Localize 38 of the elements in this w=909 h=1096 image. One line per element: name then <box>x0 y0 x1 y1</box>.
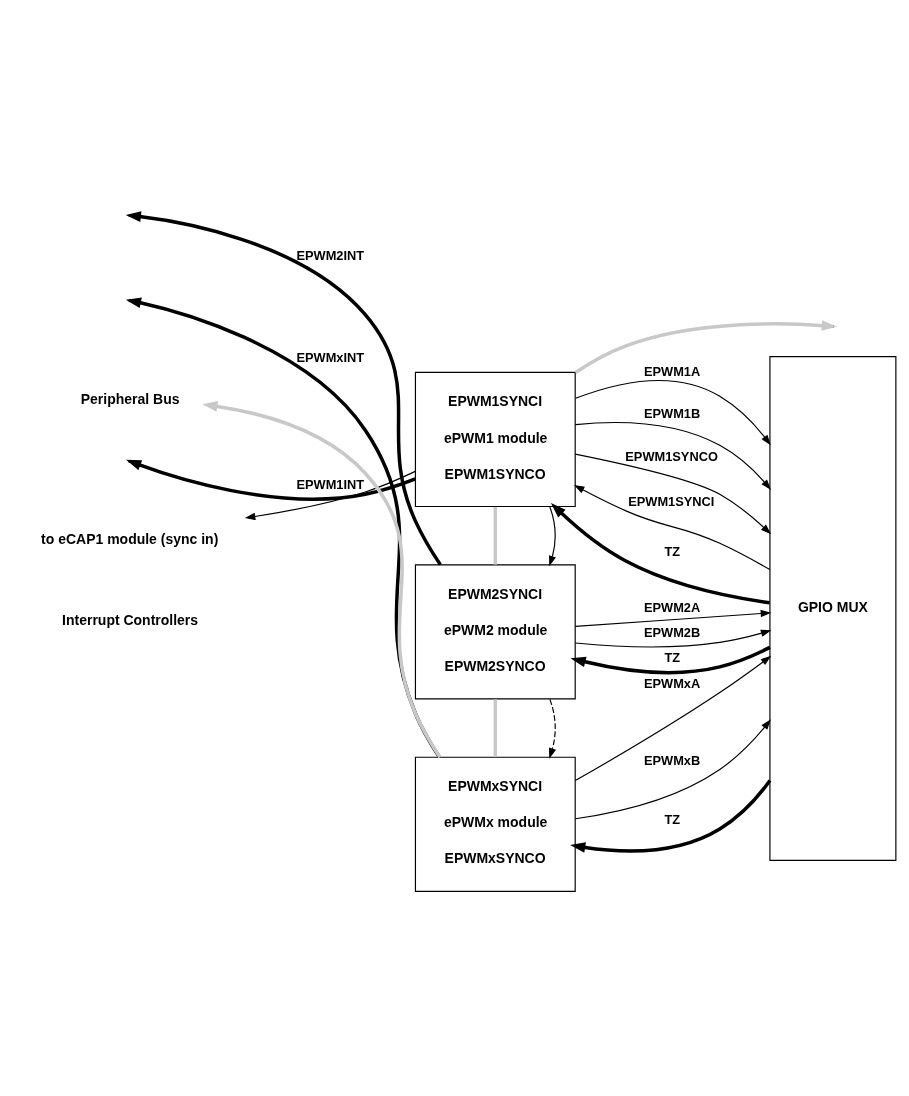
connector <box>493 699 498 757</box>
arrow <box>574 719 771 820</box>
arrow <box>574 453 772 535</box>
edge-label: EPWM2INT <box>296 247 365 263</box>
edge-label: EPWM2B <box>643 625 701 641</box>
node-text: to eCAP1 module (sync in) <box>41 530 219 547</box>
node-box: GPIO MUX <box>769 356 897 861</box>
arrow <box>202 401 442 759</box>
label: Interrupt Controllers <box>62 612 199 628</box>
arrow <box>550 503 770 605</box>
arrow <box>573 485 771 571</box>
arrow <box>575 380 771 446</box>
arrow <box>574 655 772 782</box>
edge-label: EPWMxB <box>643 752 701 768</box>
edge-label: EPWM1SYNCI <box>628 493 715 509</box>
arrow <box>574 609 772 627</box>
arrow <box>574 629 772 648</box>
edge-label: EPWM1INT <box>296 477 365 493</box>
arrow <box>570 779 772 853</box>
edge-label: EPWM1SYNCO <box>625 449 718 465</box>
edge-label: EPWM2A <box>643 599 701 615</box>
edge-label: TZ <box>664 812 681 828</box>
edge-label: TZ <box>664 649 681 665</box>
edge-label: EPWMxA <box>643 675 701 691</box>
arrow <box>570 645 771 675</box>
edge-label: EPWMxINT <box>296 350 365 366</box>
arrow <box>548 698 556 759</box>
edge-label: TZ <box>664 543 681 559</box>
arrow <box>574 422 772 490</box>
node-text: Peripheral Bus <box>80 391 180 408</box>
node-box: EPWM1SYNCI ePWM1 module EPWM1SYNCO <box>414 371 576 508</box>
arrow <box>244 470 416 521</box>
node-box: EPWM2SYNCI ePWM2 module EPWM2SYNCO <box>414 564 576 700</box>
edge-label: EPWM1A <box>643 364 701 380</box>
arrow <box>548 506 556 567</box>
connector <box>493 506 498 565</box>
node-box: EPWMxSYNCI ePWMx module EPWMxSYNCO <box>414 756 576 892</box>
edge-label: EPWM1B <box>643 406 701 422</box>
